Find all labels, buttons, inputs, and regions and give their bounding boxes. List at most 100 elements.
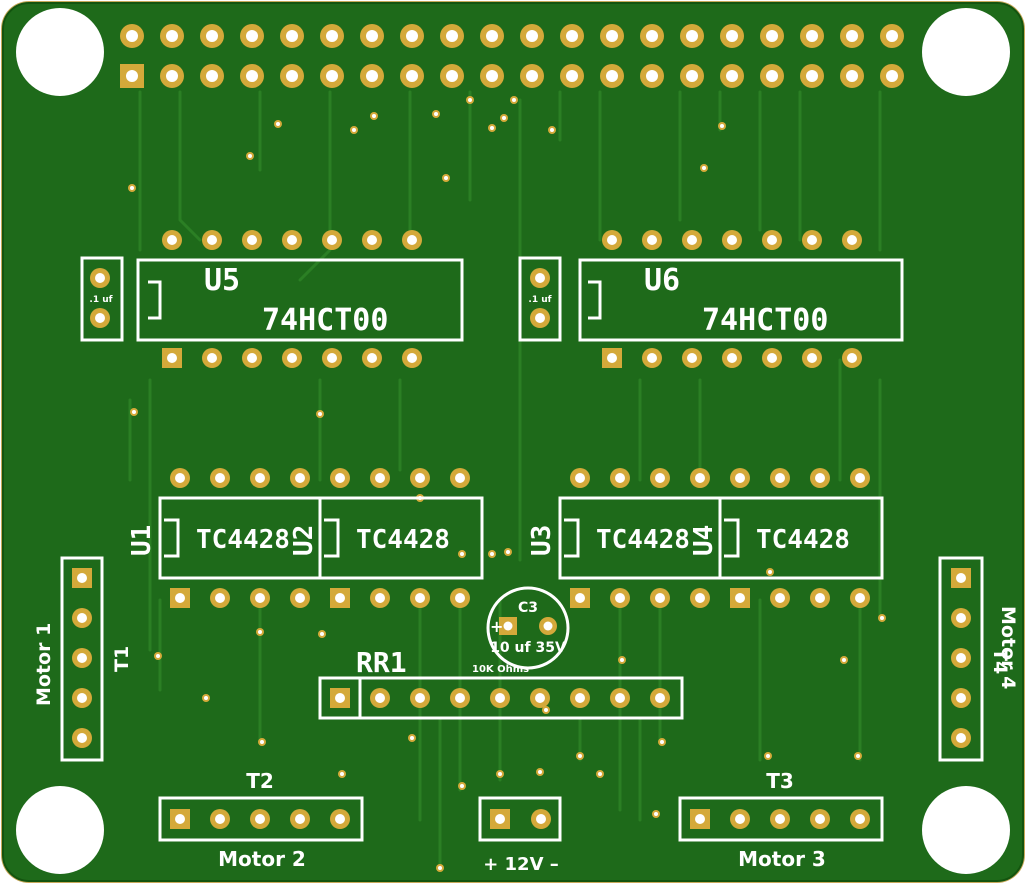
header-drill [446, 70, 458, 82]
u2-drill [455, 473, 465, 483]
t1-drill [77, 613, 87, 623]
header-drill [326, 70, 338, 82]
u6-drill [807, 235, 817, 245]
u6-drill [607, 235, 617, 245]
via-drill [260, 740, 264, 744]
u3-drill [575, 593, 585, 603]
power-outline [478, 796, 562, 842]
u3-drill [655, 593, 665, 603]
via-drill [842, 658, 846, 662]
u1-drill [215, 593, 225, 603]
u1-drill [295, 593, 305, 603]
header-drill [246, 70, 258, 82]
header-drill [806, 70, 818, 82]
u5-drill [207, 235, 217, 245]
c3-ref: C3 [518, 600, 538, 616]
cap-left-value: .1 uf [89, 295, 112, 305]
mounting-hole-top-right [922, 8, 1010, 96]
via-drill [372, 114, 376, 118]
t1-label: Motor 1 [33, 623, 55, 706]
t4-label: Motor 4 [997, 606, 1019, 689]
u1-drill [175, 593, 185, 603]
u2-notch [324, 518, 340, 558]
via-drill [856, 754, 860, 758]
header-drill [526, 30, 538, 42]
u4-drill [735, 473, 745, 483]
u3-value: TC4428 [596, 525, 690, 555]
t4-drill [956, 733, 966, 743]
u3-drill [655, 473, 665, 483]
rr1-outline [318, 676, 684, 720]
u6-drill [647, 353, 657, 363]
via-drill [438, 866, 442, 870]
t1-drill [77, 733, 87, 743]
rr1-drill [575, 693, 585, 703]
u6-drill [687, 235, 697, 245]
via-drill [506, 550, 510, 554]
via-drill [434, 112, 438, 116]
via-drill [768, 570, 772, 574]
mounting-hole-top-left [16, 8, 104, 96]
u2-drill [415, 473, 425, 483]
via-drill [490, 126, 494, 130]
header-drill [206, 30, 218, 42]
u4-drill [735, 593, 745, 603]
header-drill [286, 70, 298, 82]
cap-left-drill [95, 313, 105, 323]
via-drill [880, 616, 884, 620]
u2-drill [375, 593, 385, 603]
via-drill [276, 122, 280, 126]
via-drill [720, 124, 724, 128]
u6-drill [767, 353, 777, 363]
via-drill [156, 654, 160, 658]
header-drill [326, 30, 338, 42]
u6-drill [807, 353, 817, 363]
t2-drill [215, 814, 225, 824]
header-drill [206, 70, 218, 82]
cap-right-value: .1 uf [528, 295, 551, 305]
via-drill [578, 754, 582, 758]
u5-drill [287, 353, 297, 363]
rr1-drill [455, 693, 465, 703]
via-drill [538, 770, 542, 774]
t2-drill [335, 814, 345, 824]
header-drill [726, 70, 738, 82]
t3-drill [775, 814, 785, 824]
cap-left-drill [95, 273, 105, 283]
u6-value: 74HCT00 [702, 303, 828, 338]
mounting-hole-bottom-left [16, 786, 104, 874]
t4-drill [956, 613, 966, 623]
header-drill [126, 70, 138, 82]
u3-notch [564, 518, 580, 558]
power-label: + 12V – [483, 854, 559, 875]
u2-drill [375, 473, 385, 483]
silkscreen-text: U5 74HCT00 U6 74HCT00 .1 uf .1 uf TC4428… [33, 263, 1019, 875]
header-drill [566, 70, 578, 82]
u4-drill [855, 593, 865, 603]
u2-drill [335, 473, 345, 483]
u1-drill [295, 473, 305, 483]
u6-drill [647, 235, 657, 245]
t4-outline [938, 556, 984, 762]
header-drill [166, 30, 178, 42]
u3-drill [615, 473, 625, 483]
t4-drill [956, 693, 966, 703]
header-drill [486, 70, 498, 82]
t3-outline [678, 796, 884, 842]
u1-drill [215, 473, 225, 483]
t4-drill [956, 653, 966, 663]
rr1-drill [495, 693, 505, 703]
u4-drill [775, 593, 785, 603]
via-drill [444, 176, 448, 180]
u5-drill [327, 353, 337, 363]
t4-ref: T4 [989, 648, 1011, 674]
t2-drill [295, 814, 305, 824]
rr1-ref: RR1 [356, 646, 407, 679]
via-drill [340, 772, 344, 776]
rr1-value: 10K Ohms [472, 664, 529, 675]
t2-label: Motor 2 [218, 847, 306, 871]
u2-ref: U2 [289, 525, 319, 556]
c3-outline [486, 586, 570, 670]
trace [298, 90, 332, 282]
